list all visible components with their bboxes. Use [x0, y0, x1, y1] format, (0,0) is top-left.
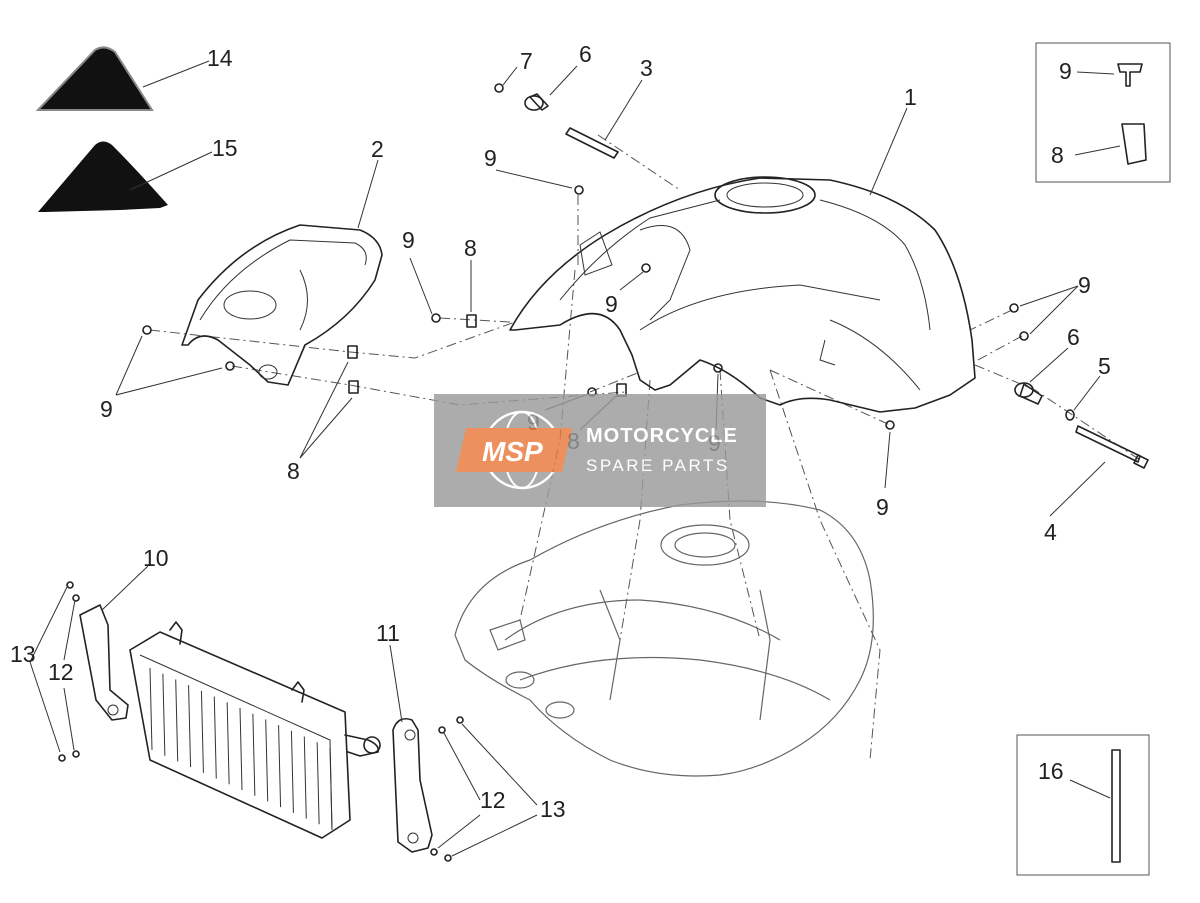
radiator [129, 621, 381, 839]
callout-16: 16 [1038, 758, 1064, 784]
callout-13-right: 13 [540, 796, 566, 822]
sticker-15-icon [38, 141, 168, 212]
side-cover-part-2 [181, 224, 383, 386]
callout-7: 7 [520, 48, 533, 74]
callout-8-lower-left: 8 [287, 458, 300, 484]
radiator-fin [226, 702, 230, 785]
sticker-14-icon [35, 46, 154, 111]
radiator-fin [316, 742, 320, 825]
watermark: MSP MOTORCYCLE SPARE PARTS [434, 394, 766, 507]
radiator-fin [265, 719, 269, 802]
radiator-fin [175, 679, 179, 762]
radiator-fin [278, 725, 282, 808]
callout-5: 5 [1098, 353, 1111, 379]
watermark-line1: MOTORCYCLE [586, 425, 738, 447]
bracket-part-11 [392, 717, 433, 853]
radiator-fin [239, 707, 243, 791]
inset-box [1035, 42, 1171, 183]
radiator-fin [252, 713, 256, 796]
callout-6-right: 6 [1067, 324, 1080, 350]
callout-12-right: 12 [480, 787, 506, 813]
small-screws [58, 581, 464, 862]
callout-11: 11 [376, 620, 400, 646]
callout-8-left: 8 [464, 235, 477, 261]
callout-6-top: 6 [579, 41, 592, 67]
callout-14: 14 [207, 45, 233, 71]
callout-10: 10 [143, 545, 169, 571]
callout-13-left: 13 [10, 641, 36, 667]
radiator-fin [188, 685, 192, 768]
callout-9-right: 9 [1078, 272, 1091, 298]
msp-badge [456, 428, 572, 472]
pin-part-3 [565, 127, 619, 159]
callout-9-top: 9 [484, 145, 497, 171]
callout-9-lower-right: 9 [876, 494, 889, 520]
radiator-fin [200, 690, 204, 773]
radiator-fin [290, 730, 294, 813]
callout-9-far-left: 9 [100, 396, 113, 422]
callout-8-inset: 8 [1051, 142, 1064, 168]
inset-box-16 [1016, 734, 1150, 876]
tank-cover-part-1 [509, 176, 976, 413]
callout-3: 3 [640, 55, 653, 81]
callout-4: 4 [1044, 519, 1057, 545]
bracket-part-10 [79, 604, 129, 721]
callout-12-left: 12 [48, 659, 74, 685]
screw-part-7 [494, 83, 504, 93]
bolt-part-4 [1075, 425, 1149, 469]
radiator-fin [149, 667, 153, 751]
radiator-fin [329, 747, 333, 831]
callout-1: 1 [904, 84, 917, 110]
radiator-fin [213, 696, 217, 779]
radiator-fin [162, 673, 166, 756]
callout-9-left: 9 [402, 227, 415, 253]
fuel-tank-ghost [454, 500, 874, 777]
watermark-line2: SPARE PARTS [586, 456, 730, 475]
radiator-fin [303, 736, 307, 819]
callout-15: 15 [212, 135, 238, 161]
watermark-badge-text: MSP [482, 436, 543, 467]
grommet-part-6 [524, 93, 1043, 405]
callout-2: 2 [371, 136, 384, 162]
callout-9-inset: 9 [1059, 58, 1072, 84]
washer-part-5 [1065, 409, 1075, 421]
callout-9-center: 9 [605, 291, 618, 317]
